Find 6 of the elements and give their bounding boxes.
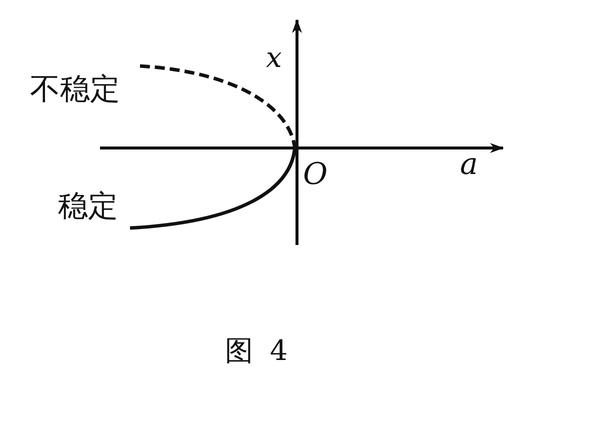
- branch-label: 稳定: [58, 192, 118, 222]
- axis-label: x: [266, 44, 282, 72]
- branch-label: 不稳定: [30, 75, 120, 105]
- axis-label: a: [460, 150, 478, 180]
- origin-label: O: [303, 160, 328, 190]
- figure-caption: 图 4: [225, 337, 288, 365]
